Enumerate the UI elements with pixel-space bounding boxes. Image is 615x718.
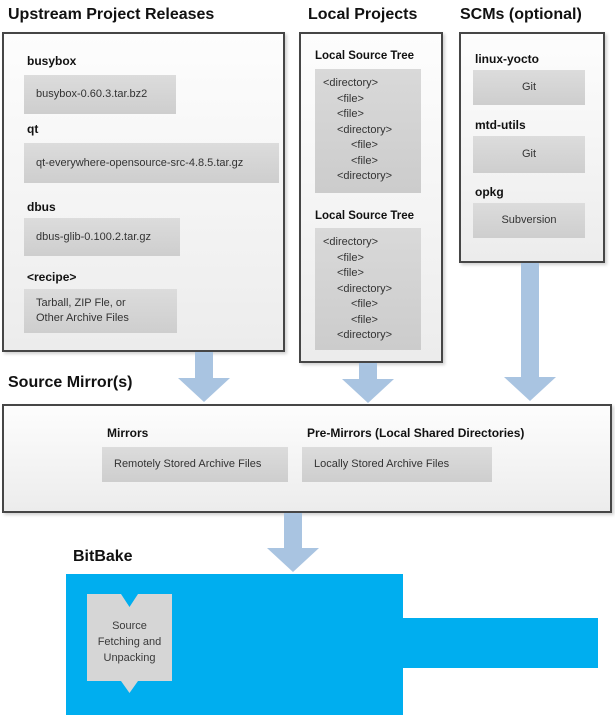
- tree-line: <directory>: [337, 170, 393, 182]
- tree-line: <file>: [337, 251, 364, 264]
- down-arrow-icon: [178, 378, 230, 402]
- scm-project-label: mtd-utils: [475, 118, 526, 132]
- source-fetching-unpacking-step: Source Fetching and Unpacking: [87, 594, 172, 693]
- tree-line: <directory>: [323, 236, 379, 248]
- arrow-scms-to-mirrors: [504, 263, 556, 401]
- upstream-releases-panel: busybox busybox-0.60.3.tar.bz2 qt qt-eve…: [2, 32, 285, 352]
- scm-type-box: Subversion: [473, 203, 585, 238]
- archive-file-box: dbus-glib-0.100.2.tar.gz: [24, 218, 180, 256]
- tree-line: <file>: [351, 139, 378, 151]
- scm-project-label: opkg: [475, 185, 504, 199]
- archive-file-box: qt-everywhere-opensource-src-4.8.5.tar.g…: [24, 143, 279, 183]
- local-projects-heading: Local Projects: [308, 6, 418, 23]
- tree-line: <file>: [351, 313, 378, 326]
- archive-file-box: Tarball, ZIP Fle, or Other Archive Files: [24, 289, 177, 333]
- local-source-tree-box: <directory> <file> <file> <directory> <file>…: [315, 228, 421, 350]
- pre-mirrors-label: Pre-Mirrors (Local Shared Directories): [307, 426, 525, 440]
- scms-heading: SCMs (optional): [460, 6, 582, 23]
- down-arrow-icon: [342, 379, 394, 403]
- recipe-name-label: dbus: [27, 200, 56, 214]
- tree-line: <directory>: [337, 123, 393, 136]
- local-source-tree-box: <directory> <file> <file> <directory> <file>…: [315, 69, 421, 193]
- arrow-upstream-to-mirrors: [178, 352, 230, 402]
- arrow-shaft: [521, 263, 539, 377]
- scm-type-box: Git: [473, 136, 585, 173]
- scms-panel: linux-yocto Git mtd-utils Git opkg Subve…: [459, 32, 605, 263]
- recipe-name-label: busybox: [27, 54, 77, 68]
- arrow-mirrors-to-bitbake: [267, 513, 319, 572]
- upstream-releases-heading: Upstream Project Releases: [8, 6, 215, 23]
- archive-file-box: busybox-0.60.3.tar.bz2: [24, 75, 176, 114]
- tree-line: <file>: [351, 298, 378, 310]
- local-projects-panel: Local Source Tree <directory> <file> <file…: [299, 32, 443, 363]
- bitbake-output-bar: [403, 618, 598, 668]
- arrow-local-to-mirrors: [342, 363, 394, 403]
- arrow-shaft: [284, 513, 302, 548]
- recipe-name-label: qt: [27, 122, 39, 136]
- source-mirrors-heading: Source Mirror(s): [8, 374, 133, 391]
- recipe-name-label: <recipe>: [27, 270, 77, 284]
- tree-line: <directory>: [337, 282, 393, 295]
- tree-line: <directory>: [337, 329, 393, 341]
- scm-type-box: Git: [473, 70, 585, 105]
- bitbake-heading: BitBake: [73, 548, 133, 565]
- tree-line: <file>: [351, 154, 378, 167]
- arrow-shaft: [195, 352, 213, 378]
- tree-line: <file>: [337, 92, 364, 105]
- pre-mirrors-box: Locally Stored Archive Files: [302, 447, 492, 482]
- local-source-tree-label: Local Source Tree: [315, 50, 415, 62]
- scm-project-label: linux-yocto: [475, 52, 540, 66]
- source-mirrors-panel: Mirrors Remotely Stored Archive Files Pr…: [2, 404, 612, 513]
- tree-line: <file>: [337, 267, 364, 279]
- tree-line: <file>: [337, 108, 364, 120]
- local-source-tree-label: Local Source Tree: [315, 210, 415, 222]
- down-arrow-icon: [267, 548, 319, 572]
- arrow-shaft: [359, 363, 377, 379]
- mirrors-box: Remotely Stored Archive Files: [102, 447, 288, 482]
- tree-line: <directory>: [323, 77, 379, 89]
- down-arrow-icon: [504, 377, 556, 401]
- mirrors-label: Mirrors: [107, 426, 149, 440]
